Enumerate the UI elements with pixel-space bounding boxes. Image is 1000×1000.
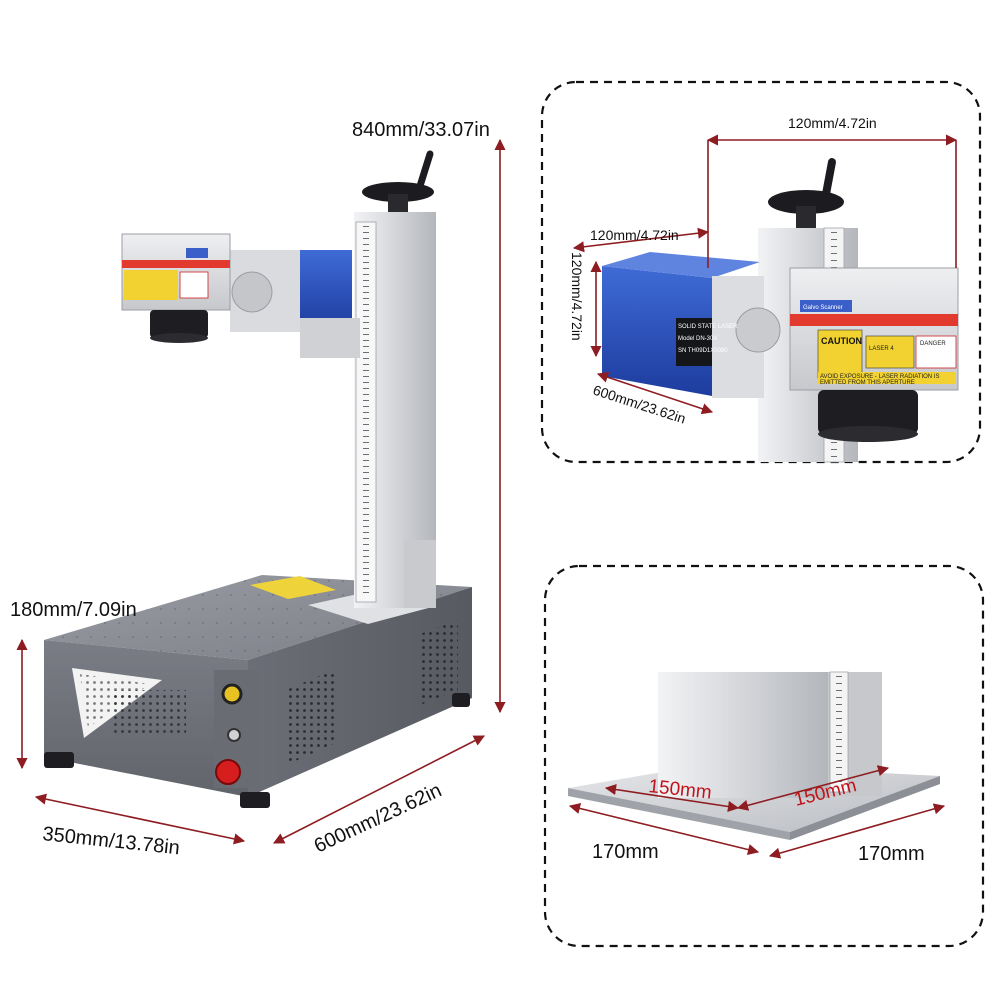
base-height-dimension-label: 180mm/7.09in bbox=[10, 599, 137, 621]
detail-brand-tag bbox=[800, 300, 852, 312]
height-dimension-label: 840mm/33.07in bbox=[352, 119, 490, 141]
base-dimension-lines bbox=[568, 765, 946, 859]
outer-right-dimension-label: 170mm bbox=[858, 843, 925, 865]
detail-laser-plate bbox=[676, 318, 718, 366]
detail-galvo-head bbox=[789, 267, 959, 391]
detail-warning-strip bbox=[818, 372, 956, 384]
head-detail-illustration bbox=[602, 158, 959, 463]
base-plate-illustration bbox=[568, 671, 940, 840]
key-switch[interactable] bbox=[227, 728, 241, 742]
head-mount-bracket bbox=[300, 318, 360, 358]
detail-brand-text: Galvo Scanner bbox=[803, 305, 843, 311]
detail-galvo-red-stripe bbox=[790, 314, 958, 326]
galvo-head-brand-tag bbox=[186, 248, 208, 258]
detail-caution-label bbox=[817, 329, 863, 379]
base-detail-frame bbox=[543, 564, 985, 948]
detail-lens-tube bbox=[735, 307, 781, 353]
handwheel-knob[interactable] bbox=[416, 150, 434, 190]
detail-warning-line-1: AVOID EXPOSURE - LASER RADIATION IS bbox=[820, 374, 939, 380]
head-side-width-label: 120mm/4.72in bbox=[590, 227, 679, 243]
detail-laser-class-text: LASER 4 bbox=[869, 346, 894, 352]
main-dimension-lines bbox=[16, 138, 506, 845]
detail-laser-source-top bbox=[602, 252, 760, 278]
laser-machine-main-view bbox=[44, 150, 472, 808]
field-lens-face bbox=[150, 333, 208, 343]
galvo-head-danger-label bbox=[179, 271, 209, 299]
detail-caution-text: CAUTION bbox=[821, 336, 862, 346]
column-brace bbox=[404, 540, 436, 608]
emergency-stop-button[interactable] bbox=[215, 759, 241, 785]
foot-switch-socket[interactable] bbox=[221, 683, 243, 705]
detail-plate-line-3: SN TH09D1X0080 bbox=[678, 348, 728, 354]
head-side-height-label: 120mm/4.72in bbox=[569, 252, 585, 341]
depth-dimension-label: 600mm/23.62in bbox=[311, 779, 445, 857]
front-vent-grille bbox=[112, 690, 186, 734]
detail-danger-label bbox=[915, 335, 957, 369]
detail-warning-line-2: EMITTED FROM THIS APERTURE bbox=[820, 380, 915, 386]
side-vent-right bbox=[420, 620, 458, 705]
detail-handwheel-knob[interactable] bbox=[822, 158, 836, 198]
detail-field-lens bbox=[818, 390, 918, 434]
foot-front-left bbox=[44, 752, 74, 768]
detail-handwheel-hub bbox=[796, 206, 816, 228]
head-dimension-lines bbox=[572, 134, 958, 415]
detail-plate-line-2: Model DN-30A bbox=[678, 336, 717, 342]
handwheel-hub bbox=[388, 194, 408, 212]
base-warning-sticker bbox=[250, 576, 336, 599]
width-dimension-label: 350mm/13.78in bbox=[41, 823, 180, 859]
lift-handwheel[interactable] bbox=[362, 182, 434, 202]
detail-plate-line-1: SOLID STATE LASER bbox=[678, 324, 738, 330]
field-lens bbox=[150, 310, 208, 338]
galvo-head-warning-label bbox=[124, 270, 178, 300]
foot-front-right bbox=[240, 792, 270, 808]
galvo-head-red-stripe bbox=[122, 260, 230, 268]
detail-field-lens-face bbox=[818, 426, 918, 442]
foot-back-right bbox=[452, 693, 470, 707]
detail-laser-class-label bbox=[865, 335, 915, 369]
galvo-lens-tube bbox=[231, 271, 273, 313]
outer-left-dimension-label: 170mm bbox=[592, 841, 659, 863]
detail-danger-text: DANGER bbox=[920, 341, 946, 347]
head-width-label: 120mm/4.72in bbox=[788, 115, 877, 131]
